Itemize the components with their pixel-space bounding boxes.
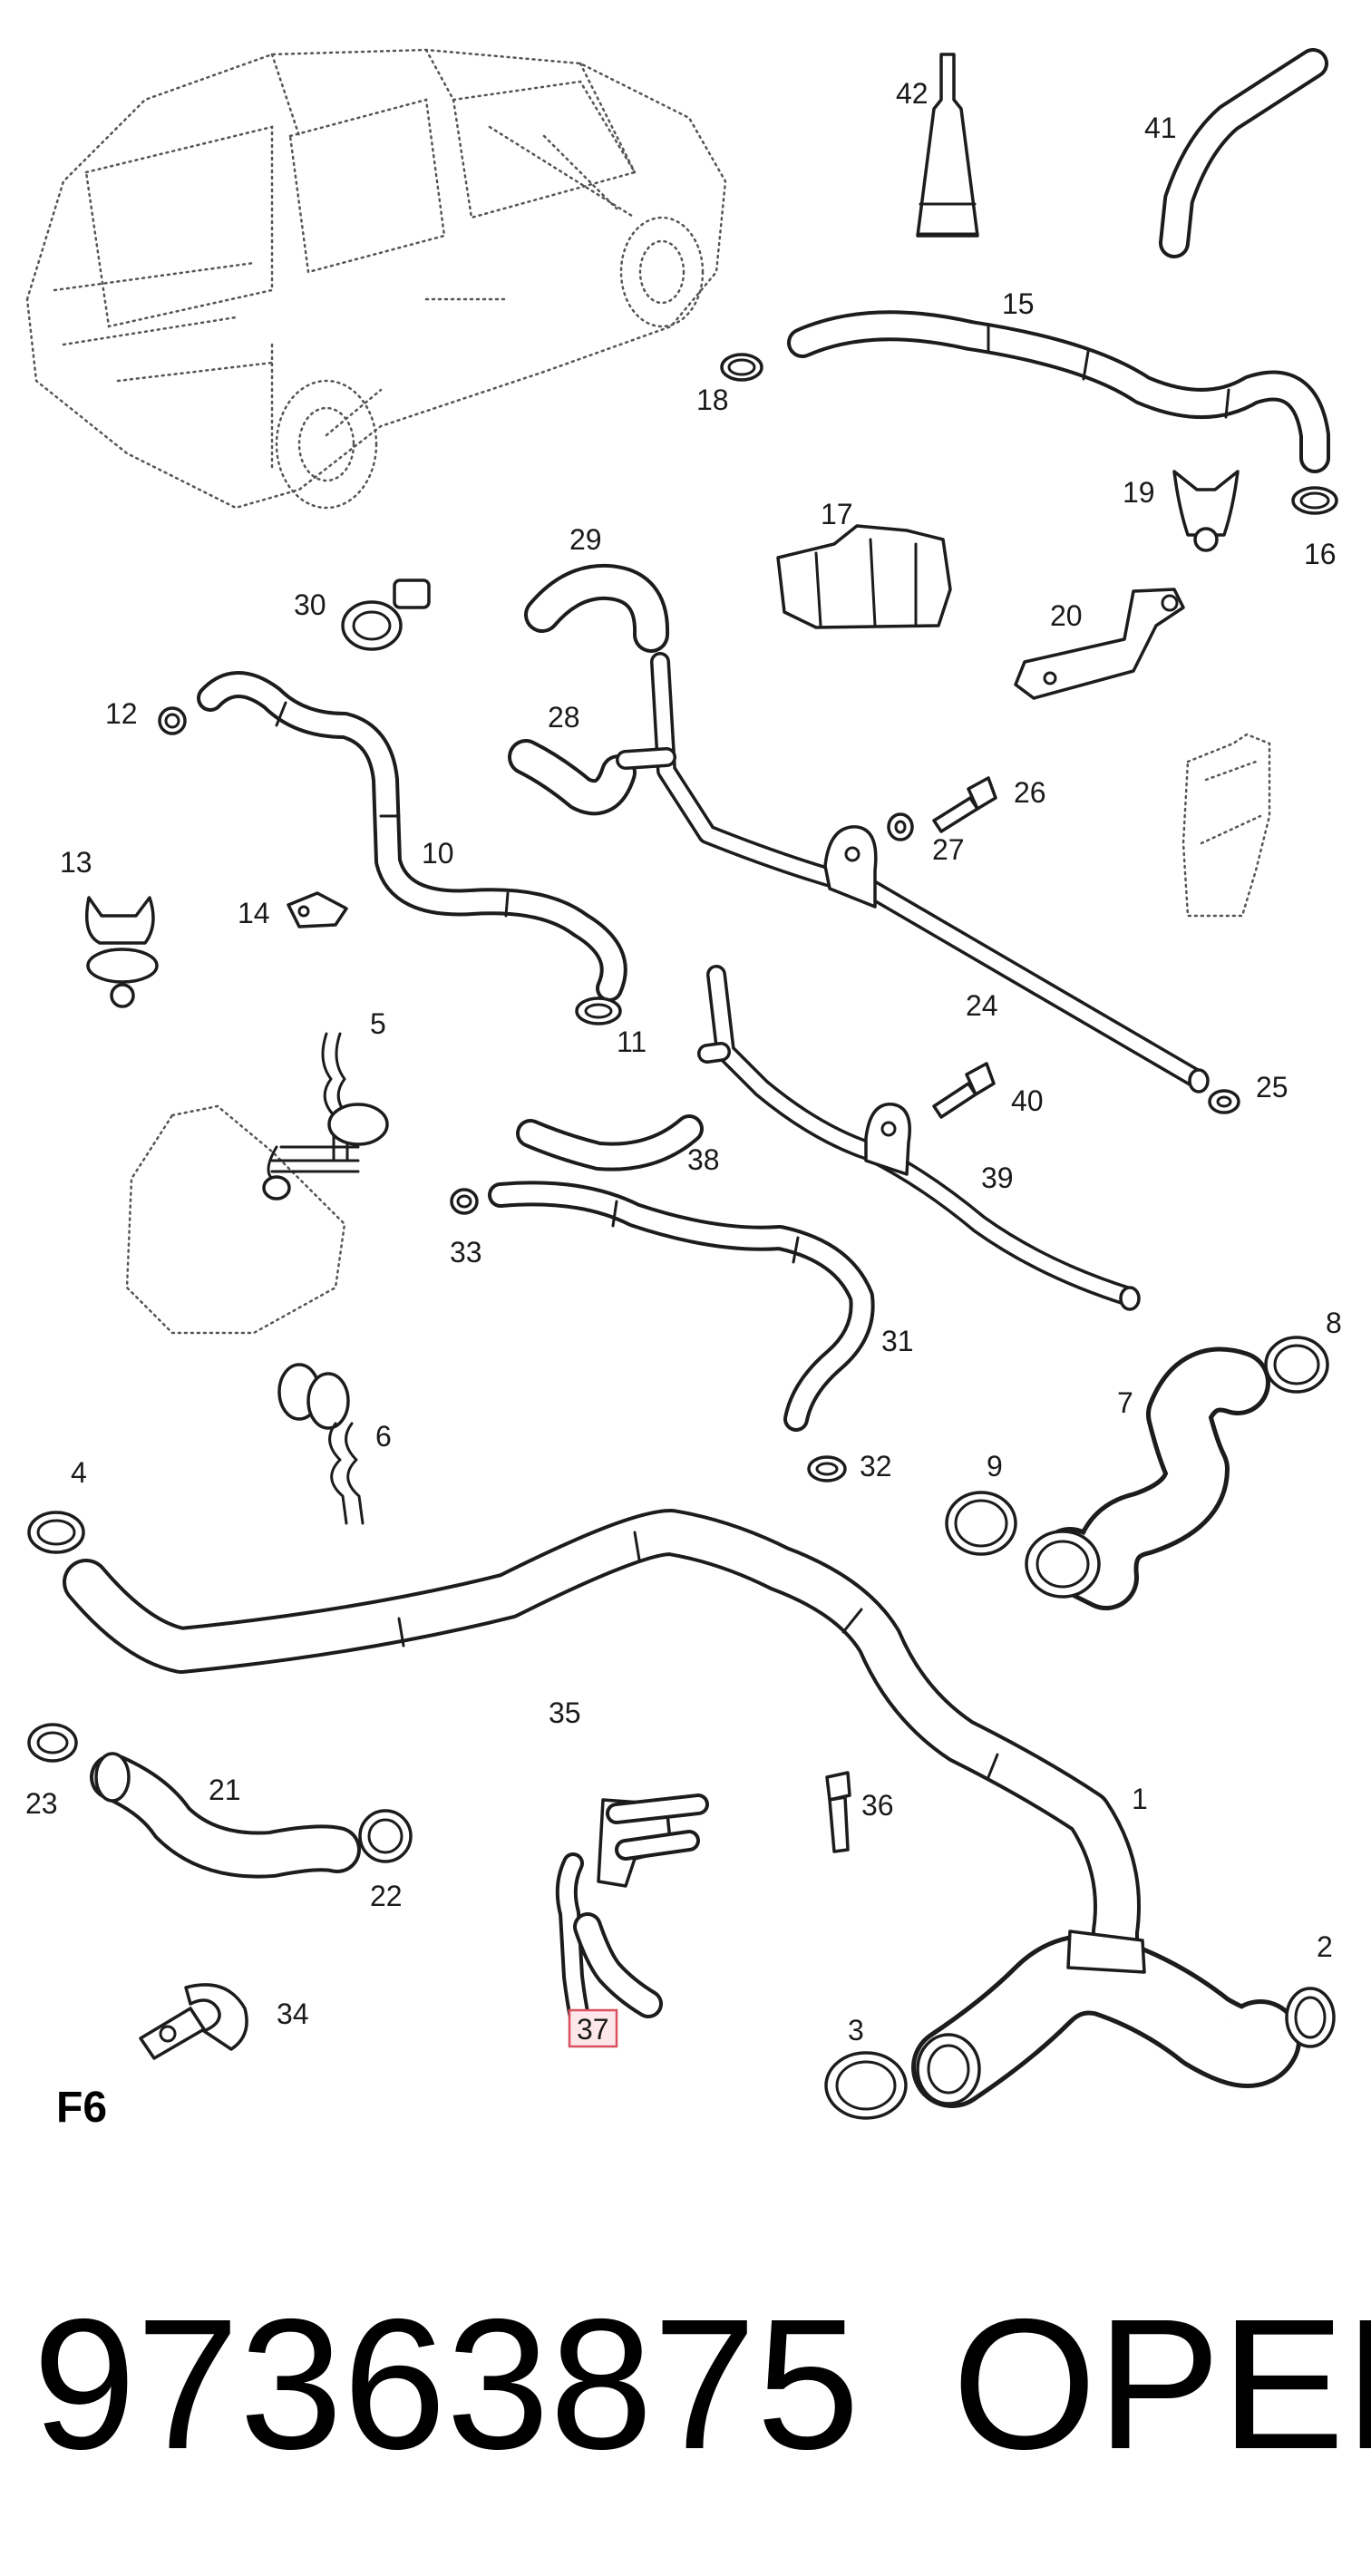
callout-labels: 42 41 15 18 19 16 17 29 30 20 12 28 26 2… bbox=[25, 77, 1342, 2048]
vehicle-outline bbox=[25, 48, 727, 510]
part-37-hose bbox=[573, 1912, 663, 2018]
callout-3: 3 bbox=[848, 2014, 864, 2046]
part-7-hose bbox=[1025, 1346, 1270, 1610]
part-35-pipe bbox=[555, 1793, 709, 2033]
part-36-bolt bbox=[825, 1771, 851, 1853]
part-16-clamp bbox=[1291, 486, 1338, 515]
part-20-bracket bbox=[1014, 588, 1185, 700]
part-23-clamp bbox=[27, 1723, 78, 1763]
callout-37: 37 bbox=[577, 2013, 609, 2046]
callout-20: 20 bbox=[1050, 599, 1083, 632]
part-number: 97363875 bbox=[33, 2280, 860, 2488]
callout-34: 34 bbox=[277, 1998, 309, 2030]
callout-21: 21 bbox=[209, 1774, 241, 1806]
callout-30: 30 bbox=[294, 588, 326, 621]
part-33-clamp bbox=[450, 1188, 479, 1215]
brand-name: OPEL bbox=[952, 2280, 1371, 2488]
part-25-washer bbox=[1208, 1089, 1240, 1114]
part-22-clamp bbox=[358, 1809, 413, 1863]
callout-23: 23 bbox=[25, 1787, 58, 1820]
callout-26: 26 bbox=[1014, 776, 1046, 809]
callout-14: 14 bbox=[238, 897, 270, 929]
callout-10: 10 bbox=[422, 837, 454, 870]
part-12-clamp bbox=[158, 706, 187, 735]
callout-28: 28 bbox=[548, 701, 580, 734]
part-14-clip bbox=[287, 891, 348, 928]
figure-label: F6 bbox=[56, 2084, 107, 2132]
highlight-box-37 bbox=[568, 2008, 618, 2048]
callout-1: 1 bbox=[1132, 1783, 1148, 1815]
part-8-clamp bbox=[1264, 1336, 1329, 1394]
part-17-bracket bbox=[776, 524, 952, 629]
callout-25: 25 bbox=[1256, 1071, 1288, 1103]
callout-41: 41 bbox=[1144, 112, 1177, 144]
part-29-hose bbox=[524, 563, 670, 653]
part-21-hose bbox=[90, 1752, 361, 1879]
part-26-bolt bbox=[932, 776, 997, 833]
callout-8: 8 bbox=[1326, 1307, 1342, 1339]
callout-12: 12 bbox=[105, 697, 138, 730]
callout-22: 22 bbox=[370, 1880, 403, 1912]
callout-11: 11 bbox=[617, 1026, 647, 1058]
part-19-clip bbox=[1172, 470, 1240, 552]
part-28-hose bbox=[508, 739, 637, 816]
part-27-washer bbox=[887, 812, 914, 841]
callout-4: 4 bbox=[71, 1456, 87, 1489]
part-9-clamp bbox=[945, 1491, 1017, 1556]
callout-29: 29 bbox=[569, 523, 602, 556]
callout-19: 19 bbox=[1123, 476, 1155, 509]
callout-5: 5 bbox=[370, 1007, 386, 1040]
part-24-pipe bbox=[616, 652, 1210, 1094]
part-11-clamp bbox=[575, 996, 622, 1026]
part-10-hose bbox=[197, 671, 627, 1002]
callout-18: 18 bbox=[696, 384, 729, 416]
callout-16: 16 bbox=[1304, 538, 1337, 570]
callout-7: 7 bbox=[1117, 1386, 1133, 1419]
callout-38: 38 bbox=[687, 1143, 720, 1176]
part-3-clamp bbox=[824, 2051, 908, 2120]
part-1-main-hose bbox=[63, 1509, 1301, 2108]
callout-15: 15 bbox=[1002, 287, 1035, 320]
callout-27: 27 bbox=[932, 833, 965, 866]
callout-2: 2 bbox=[1317, 1930, 1333, 1963]
callout-40: 40 bbox=[1011, 1084, 1044, 1117]
callout-13: 13 bbox=[60, 846, 92, 879]
part-18-clamp bbox=[720, 353, 763, 382]
callout-6: 6 bbox=[375, 1420, 392, 1453]
callout-35: 35 bbox=[549, 1696, 581, 1729]
callout-39: 39 bbox=[981, 1162, 1014, 1194]
part-13-clip bbox=[85, 896, 159, 1008]
part-39-pipe bbox=[697, 965, 1141, 1311]
part-15-hose bbox=[787, 310, 1330, 473]
part-41-hose bbox=[1159, 48, 1328, 258]
callout-24: 24 bbox=[966, 989, 998, 1022]
part-32-clamp bbox=[807, 1455, 847, 1482]
callout-31: 31 bbox=[881, 1325, 914, 1357]
part-30-clamp bbox=[341, 578, 431, 651]
part-4-clamp bbox=[27, 1511, 85, 1554]
part-6-bracket bbox=[277, 1363, 365, 1525]
callout-42: 42 bbox=[896, 77, 929, 110]
dotted-bracket-right bbox=[1181, 733, 1271, 918]
part-42-sealant-tube bbox=[916, 53, 979, 238]
part-38-hose bbox=[516, 1114, 704, 1171]
callout-33: 33 bbox=[450, 1236, 482, 1269]
part-40-bolt bbox=[932, 1062, 996, 1119]
part-34-bracket bbox=[139, 1983, 248, 2060]
callout-17: 17 bbox=[821, 498, 853, 530]
part-5-bracket-assembly bbox=[125, 1032, 389, 1335]
part-2-clamp bbox=[1285, 1987, 1336, 2048]
callout-32: 32 bbox=[860, 1450, 892, 1482]
callout-36: 36 bbox=[861, 1789, 894, 1822]
part-31-hose bbox=[488, 1181, 875, 1432]
callout-9: 9 bbox=[987, 1450, 1003, 1482]
